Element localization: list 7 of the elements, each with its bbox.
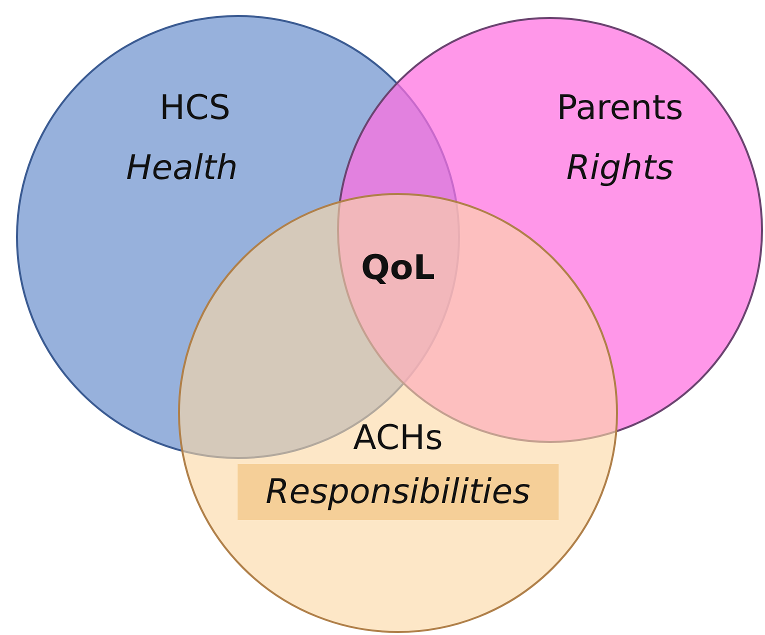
- set-description: Health: [126, 148, 238, 188]
- intersection-label: QoL: [361, 248, 435, 288]
- set-name: ACHs: [353, 418, 443, 458]
- set-name: Parents: [556, 88, 684, 128]
- set-name: HCS: [160, 88, 230, 128]
- set-description: Rights: [566, 148, 674, 188]
- highlighted-set-label: Responsibilities: [238, 464, 558, 520]
